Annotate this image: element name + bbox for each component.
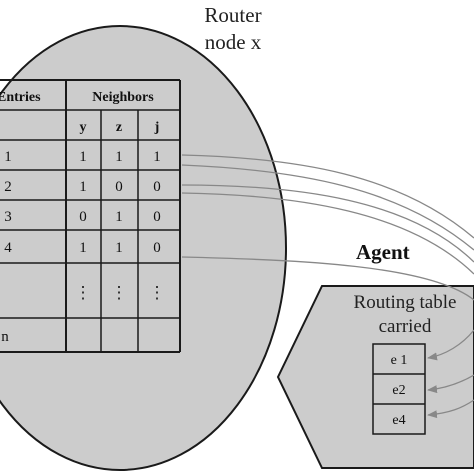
connector-arrow-e2 — [427, 374, 474, 394]
table-cell: 1 — [79, 149, 87, 165]
table-cell: 1 — [79, 240, 87, 256]
connector-entry-2-bottom — [181, 192, 474, 275]
connector-entry-2-top — [181, 184, 474, 263]
table-cell-ellipsis: ⋮ — [75, 283, 92, 302]
carried-table — [372, 343, 426, 435]
connector-entry-1-bottom — [181, 164, 474, 251]
table-row-entry: 2 — [4, 179, 12, 195]
table-row-entry: 1 — [4, 149, 12, 165]
entries-header: Entries — [0, 90, 41, 105]
connectors — [181, 154, 474, 419]
router-node-circle — [0, 25, 287, 471]
routing-table — [0, 79, 181, 353]
agent-label: Agent — [356, 240, 410, 264]
table-cell: 1 — [153, 149, 161, 165]
carried-entry: e4 — [392, 413, 405, 428]
table-cell: 1 — [115, 240, 123, 256]
table-cell: 1 — [115, 209, 123, 225]
table-cell: 0 — [115, 179, 123, 195]
neighbors-header: Neighbors — [92, 90, 154, 105]
carried-title-line2: carried — [378, 316, 432, 337]
connector-entry-1-top — [181, 154, 474, 239]
carried-title-line1: Routing table — [353, 292, 457, 313]
table-cell: 0 — [153, 179, 161, 195]
neighbor-col-y: y — [80, 120, 87, 135]
table-cell: 1 — [115, 149, 123, 165]
router-label-line2: node x — [204, 30, 262, 54]
table-row-entry: n — [1, 329, 9, 345]
connector-arrow-e1 — [427, 329, 474, 361]
carried-table-title: Routing table carried — [330, 291, 474, 339]
table-cell-ellipsis: ⋮ — [111, 283, 128, 302]
table-row-entry: 4 — [4, 240, 12, 256]
router-label-line1: Router — [204, 3, 262, 27]
neighbor-col-z: z — [116, 120, 122, 135]
table-row-entry: 3 — [4, 209, 12, 225]
router-label: Router node x — [178, 2, 288, 56]
connector-entry-4 — [181, 256, 474, 301]
carried-entry: e2 — [392, 383, 405, 398]
neighbor-col-j: j — [154, 120, 160, 135]
carried-entry: e 1 — [391, 353, 408, 368]
table-cell: 0 — [153, 240, 161, 256]
table-cell: 0 — [153, 209, 161, 225]
table-cell-ellipsis: ⋮ — [149, 283, 166, 302]
table-cell: 0 — [79, 209, 87, 225]
table-cell: 1 — [79, 179, 87, 195]
connector-arrow-e4 — [427, 399, 474, 419]
